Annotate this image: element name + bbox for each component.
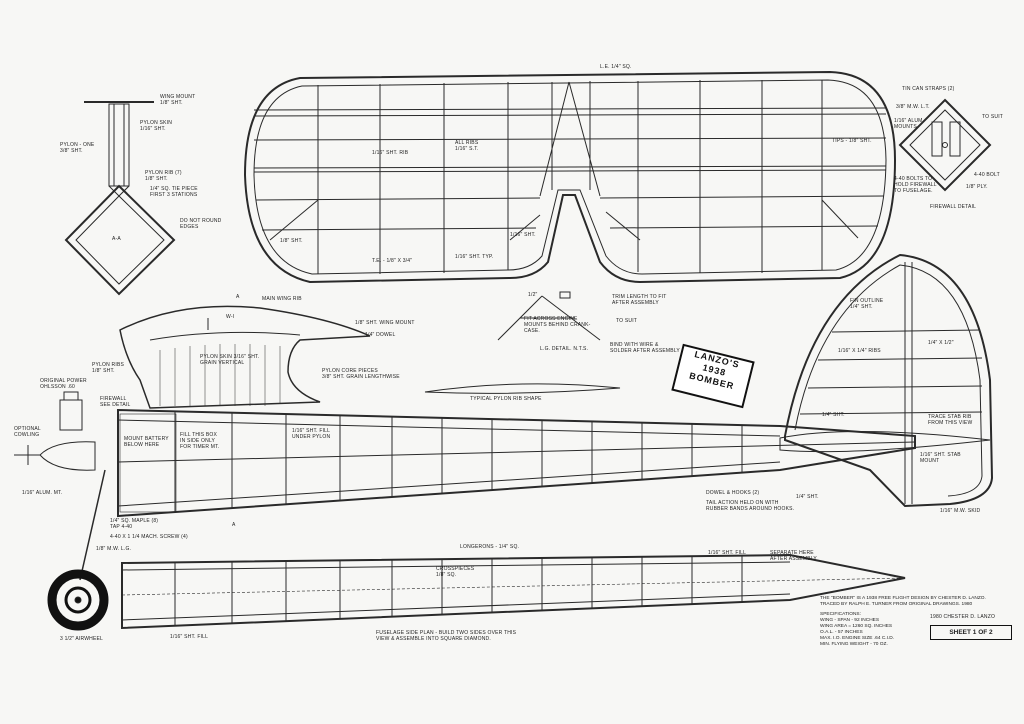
- label-sq-maple: 1/4" SQ. MAPLE (8) TAP 4-40: [110, 518, 159, 530]
- fuselage-plan: [121, 553, 906, 630]
- label-fin-sht: 1/4" SHT.: [822, 412, 845, 418]
- label-pylon-sq: 1/4" SQ. TIE PIECE FIRST 3 STATIONS: [150, 186, 198, 198]
- label-mach-screw: 4-40 X 1 1/4 MACH. SCREW (4): [110, 534, 188, 540]
- label-trace-stab: TRACE STAB RIB FROM THIS VIEW: [928, 414, 973, 426]
- label-wing-sheet: 1/16" SHT. RIB: [372, 150, 409, 156]
- label-wheel: 3 1/2" AIRWHEEL: [60, 636, 104, 642]
- label-orig-power: ORIGINAL POWER OHLSSON .60: [40, 378, 87, 390]
- label-pylon-ribs-side: PYLON RIBS 1/8" SHT.: [92, 362, 125, 374]
- label-section-a2: A: [236, 294, 240, 300]
- label-wing-sheet-tyr: 1/16" SHT. TYP.: [455, 254, 494, 260]
- label-firewall-bolt: 4-40 BOLT: [974, 172, 1000, 178]
- label-fill-box: FILL THIS BOX IN SIDE ONLY FOR TIMER MT.: [180, 432, 220, 450]
- design-note-1: THE "BOMBER" IS A 1938 FREE FLIGHT DESIG…: [820, 596, 986, 601]
- label-wing-gusset: 1/16" SHT.: [510, 232, 536, 238]
- specifications: SPECIFICATIONS: WING - SPAN - 92 INCHES …: [820, 612, 895, 647]
- label-fuse-side: FUSELAGE SIDE PLAN - BUILD TWO SIDES OVE…: [376, 630, 517, 642]
- label-pylon-one: PYLON - ONE 3/8" SHT.: [60, 142, 95, 154]
- label-firewall-detail: FIREWALL DETAIL: [930, 204, 977, 210]
- label-fin-spar: 1/4" X 1/2": [928, 340, 954, 346]
- label-bind: BIND WITH WIRE & SOLDER AFTER ASSEMBLY: [610, 342, 680, 354]
- fuselage-side: [14, 305, 916, 581]
- label-firewall-suit: TO SUIT: [982, 114, 1004, 120]
- label-wing-mount: 1/8" SHT. WING MOUNT: [355, 320, 415, 326]
- label-lg-dim: 1/2": [528, 292, 538, 298]
- pylon-section: [64, 101, 176, 296]
- label-fill-bottom: 1/16" SHT. FILL: [170, 634, 209, 640]
- label-wing-tip-left: 1/8" SHT.: [280, 238, 303, 244]
- label-dowel: 1/4" DOWEL: [365, 332, 396, 338]
- design-note-2: TRACED BY RALPH E. TURNER FROM ORIGINAL …: [820, 602, 973, 607]
- label-pylon-skin: PYLON SKIN 1/16" SHT.: [140, 120, 173, 132]
- label-crosspieces: CROSSPIECES 1/8" SQ.: [436, 566, 475, 578]
- label-all-ribs: ALL RIBS 1/16" S.T.: [455, 140, 479, 152]
- copyright: 1980 CHESTER D. LANZO: [930, 614, 996, 620]
- label-pylon-aa: A-A: [112, 236, 121, 242]
- label-fin-ribs: 1/16" X 1/4" RIBS: [838, 348, 881, 354]
- label-firewall-side: FIREWALL SEE DETAIL: [100, 396, 131, 408]
- label-main-wing-rib: MAIN WING RIB: [262, 296, 302, 302]
- label-firewall-lt: 3/8" M.W. L.T.: [896, 104, 930, 110]
- label-pylon-mount: WING MOUNT 1/8" SHT.: [160, 94, 196, 106]
- label-pylon-skin-side: PYLON SKIN 3/16" SHT. GRAIN VERTICAL: [200, 354, 260, 366]
- label-alum-mt: 1/16" ALUM. MT.: [22, 490, 63, 496]
- label-firewall-ply: 1/8" PLY.: [966, 184, 988, 190]
- label-longerons: LONGERONS - 1/4" SQ.: [460, 544, 520, 550]
- label-stab-mount: 1/16" SHT. STAB MOUNT: [920, 452, 961, 464]
- wing-plan: [243, 70, 897, 284]
- label-pylon-core: PYLON CORE PIECES 3/8" SHT. GRAIN LENGTH…: [322, 368, 400, 380]
- label-mount-battery: MOUNT BATTERY BELOW HERE: [124, 436, 169, 448]
- label-separate: SEPARATE HERE AFTER ASSEMBLY: [770, 550, 817, 562]
- label-dowel-hooks: DOWEL & HOOKS (2): [706, 490, 760, 496]
- label-wing-le: L.E. 1/4" SQ.: [600, 64, 632, 70]
- label-mw-lg: 1/8" M.W. L.G.: [96, 546, 132, 552]
- airwheel: [47, 569, 109, 631]
- label-quarter-sht: 1/4" SHT.: [796, 494, 819, 500]
- label-tail-action: TAIL ACTION HELD ON WITH RUBBER BANDS AR…: [706, 500, 795, 512]
- label-fin-outline: FIN OUTLINE 1/4" SHT.: [850, 298, 884, 310]
- label-section-a: A: [232, 522, 236, 528]
- label-wing-te: T.E. - 1/8" X 3/4": [372, 258, 413, 264]
- label-pylon-rib: PYLON RIB (7) 1/8" SHT.: [145, 170, 182, 182]
- label-optional-cowl: OPTIONAL COWLING: [14, 426, 41, 438]
- landing-gear-detail: [497, 291, 601, 341]
- fin: [779, 253, 994, 508]
- label-skid: 1/16" M.W. SKID: [940, 508, 981, 514]
- label-lg-detail: L.G. DETAIL. N.T.S.: [540, 346, 589, 352]
- label-typical-pylon: TYPICAL PYLON RIB SHAPE: [470, 396, 542, 402]
- sheet-number: SHEET 1 OF 2: [930, 625, 1012, 640]
- label-fit-across: FIT ACROSS ENGINE MOUNTS BEHIND CRANK- C…: [524, 316, 591, 334]
- label-w: W-I: [226, 314, 235, 320]
- label-to-suit: TO SUIT: [616, 318, 638, 324]
- label-wing-tips: TIPS - 1/8" SHT.: [832, 138, 872, 144]
- label-firewall-bolts: 4-40 BOLTS TO HOLD FIREWALL TO FUSELAGE.: [894, 176, 937, 194]
- label-fill-top: 1/16" SHT. FILL: [708, 550, 747, 556]
- firewall-detail: [898, 98, 992, 192]
- label-pylon-round: DO NOT ROUND EDGES: [180, 218, 222, 230]
- label-trim-note: TRIM LENGTH TO FIT AFTER ASSEMBLY: [612, 294, 667, 306]
- label-firewall-alum: 1/16" ALUM. MOUNTS: [894, 118, 925, 130]
- label-fill-under: 1/16" SHT. FILL UNDER PYLON: [292, 428, 331, 440]
- label-firewall-tin: TIN CAN STRAPS (2): [902, 86, 955, 92]
